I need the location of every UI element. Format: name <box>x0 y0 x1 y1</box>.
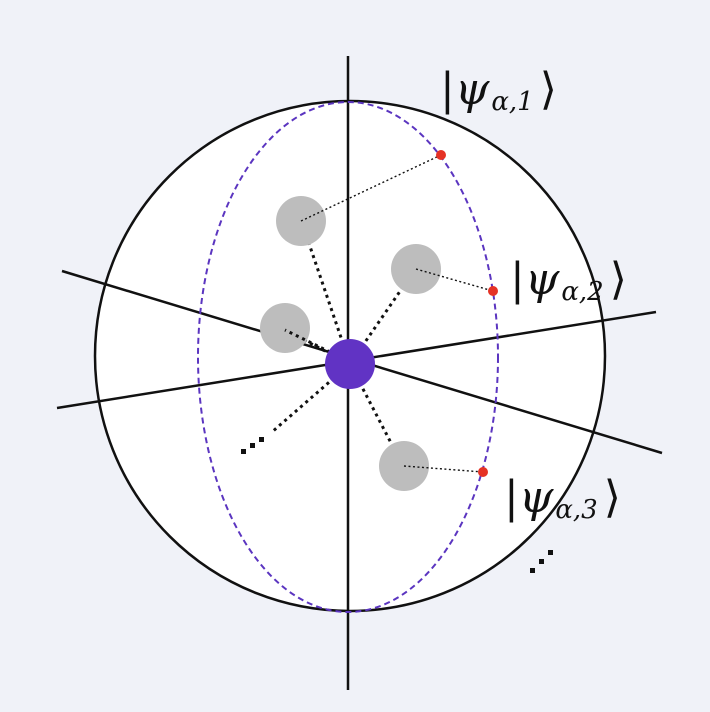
continuation-dots-inner <box>241 437 264 454</box>
state-projections <box>300 154 494 473</box>
connection-to-node-2 <box>348 267 418 365</box>
continuation-dots-outer <box>530 550 553 573</box>
connection-to-more <box>271 362 351 434</box>
state-label-3: |ψα,3⟩ <box>504 472 621 525</box>
connection-overlay-node-3 <box>284 328 331 354</box>
connection-to-node-3 <box>284 328 351 366</box>
state-label-1: |ψα,1⟩ <box>440 64 557 117</box>
state-point-3 <box>478 467 488 477</box>
center-node <box>325 339 375 389</box>
state-point-1 <box>436 150 446 160</box>
meridian-ellipse <box>197 101 499 613</box>
projection-1 <box>300 154 442 222</box>
connection-to-node-4 <box>348 363 405 467</box>
satellite-node-3 <box>260 303 310 353</box>
state-label-2: |ψα,2⟩ <box>510 254 627 307</box>
state-point-2 <box>488 286 498 296</box>
